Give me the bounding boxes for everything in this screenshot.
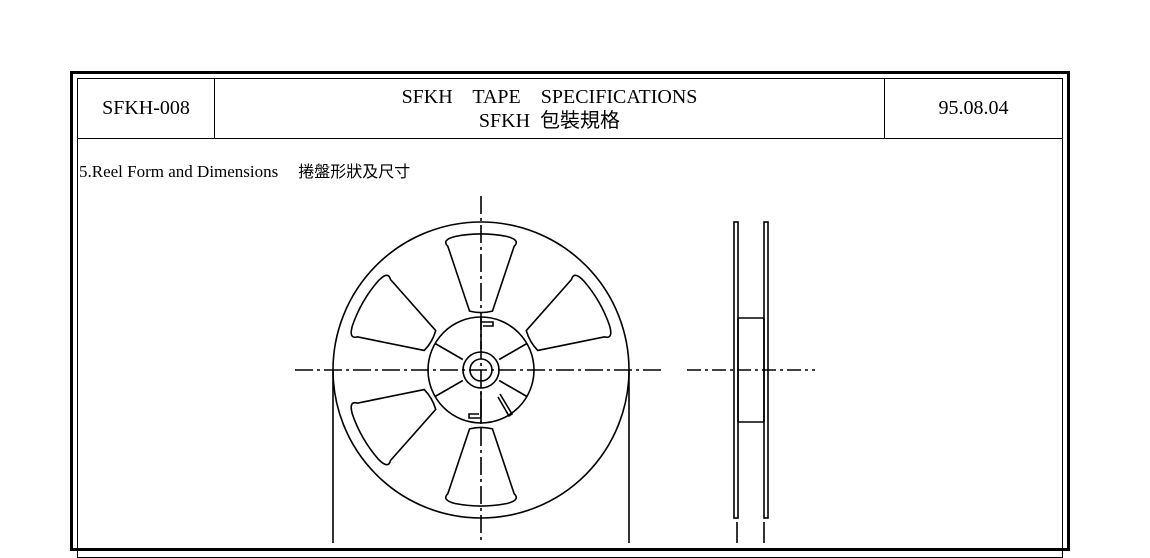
- section-title-cn: 捲盤形狀及尺寸: [298, 162, 411, 181]
- doc-code: SFKH-008: [78, 78, 215, 139]
- hub-slot-side: [497, 393, 514, 418]
- hub-rib: [498, 342, 528, 361]
- section-title: 5.Reel Form and Dimensions: [79, 162, 279, 181]
- reel-window: [444, 426, 518, 507]
- reel-window: [350, 388, 437, 466]
- title-line2: SFKH 包裝規格: [478, 110, 621, 132]
- hub-rib: [434, 379, 464, 398]
- reel-drawing: [295, 196, 815, 543]
- doc-title: SFKH TAPE SPECIFICATIONS SFKH 包裝規格: [215, 78, 885, 139]
- side-hub: [737, 317, 765, 423]
- reel-window: [444, 233, 518, 314]
- reel-window: [350, 274, 437, 352]
- hub-slot-bottom: [468, 413, 481, 419]
- section-heading: 5.Reel Form and Dimensions 捲盤形狀及尺寸: [79, 158, 410, 182]
- doc-date: 95.08.04: [885, 78, 1062, 139]
- reel-front-view: [295, 196, 665, 543]
- hub-rib: [434, 342, 464, 361]
- reel-side-view: [687, 221, 815, 543]
- reel-window: [525, 274, 612, 352]
- title-line1: SFKH TAPE SPECIFICATIONS: [401, 86, 698, 108]
- hub-rib: [498, 379, 528, 398]
- hub-slot-top: [481, 321, 494, 327]
- reel-windows: [350, 233, 612, 507]
